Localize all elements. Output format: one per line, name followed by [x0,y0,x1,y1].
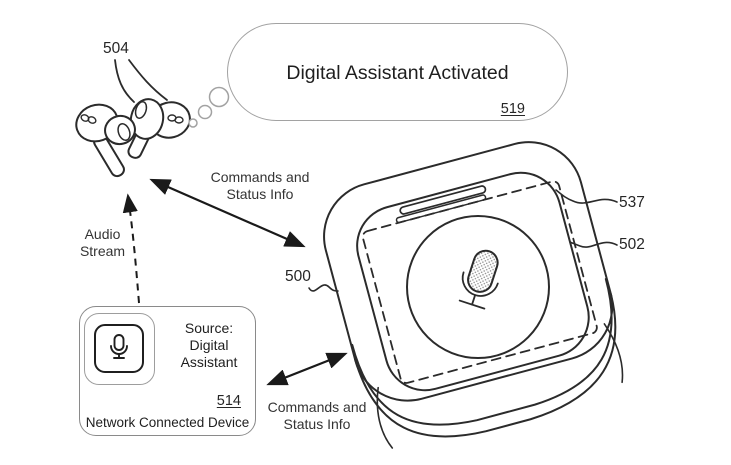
microphone-icon [458,249,499,310]
ref-514: 514 [216,393,241,409]
leader-line-502 [569,241,618,248]
earbuds-illustration [75,59,191,178]
ref-537: 537 [619,194,645,211]
bubble-text: Digital Assistant Activated [286,62,509,84]
leader-line-500 [308,284,339,292]
leader-line-537 [555,189,618,204]
audio-stream-label: Audio Stream [79,226,126,259]
microphone-icon [94,324,144,373]
thought-trail [188,86,230,128]
device-source-label: Source: Digital Assistant [180,320,238,370]
thought-bubble: Digital Assistant Activated 519 [227,23,568,121]
ref-500: 500 [285,268,311,285]
commands-arrow-top [149,178,306,248]
network-connected-device-box: Source: Digital Assistant 514 Network Co… [79,306,256,436]
microphone-glyph [110,333,128,359]
ref-519: 519 [500,101,525,117]
audio-stream-arrow [122,193,140,304]
commands-status-label-bottom: Commands and Status Info [267,399,367,432]
ref-504: 504 [103,40,129,57]
assistant-app-tile [84,313,155,385]
hinge-slot [395,185,487,224]
commands-arrow-bottom [266,352,348,386]
charging-case-illustration [323,141,624,449]
device-name-label: Network Connected Device [85,415,250,430]
ref-502: 502 [619,236,645,253]
touch-display-dashed-outline [361,180,598,384]
commands-status-label-top: Commands and Status Info [210,169,310,202]
